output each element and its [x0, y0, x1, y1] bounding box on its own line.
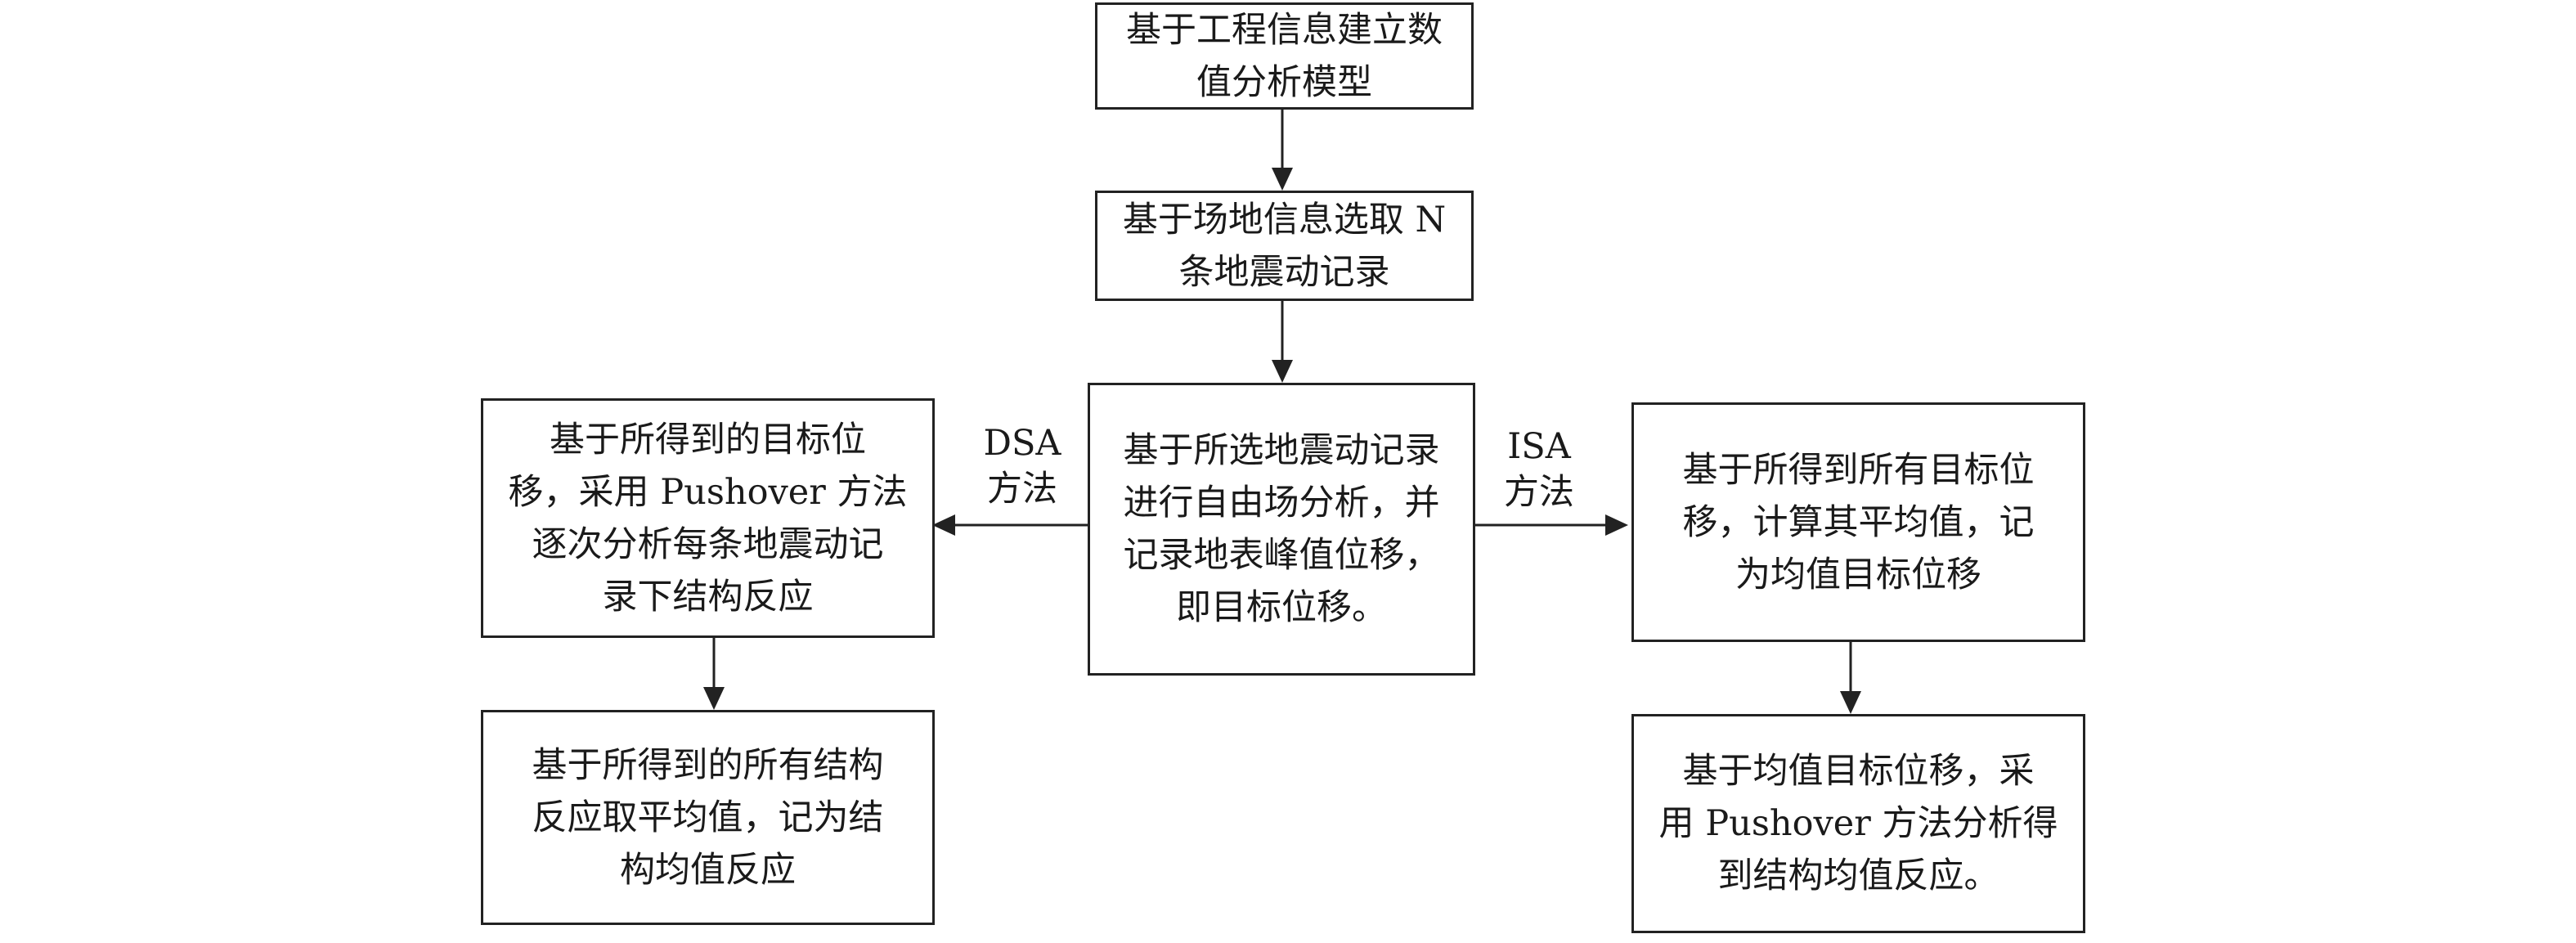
free-field-analysis-box: 基于所选地震动记录 进行自由场分析，并 记录地表峰值位移， 即目标位移。	[1088, 383, 1475, 676]
arrowhead-down-3	[703, 687, 725, 710]
dsa-mean-response-text: 基于所得到的所有结构 反应取平均值，记为结 构均值反应	[532, 744, 884, 891]
dsa-pushover-box: 基于所得到的目标位 移，采用 Pushover 方法 逐次分析每条地震动记 录下…	[481, 398, 935, 638]
isa-mean-displacement-text: 基于所得到所有目标位 移，计算其平均值，记 为均值目标位移	[1682, 449, 2035, 595]
arrowhead-down-4	[1840, 691, 1861, 714]
build-model-text: 基于工程信息建立数 值分析模型	[1126, 9, 1443, 103]
select-records-box: 基于场地信息选取 N 条地震动记录	[1095, 191, 1474, 301]
isa-pushover-text: 基于均值目标位移，采 用 Pushover 方法分析得 到结构均值反应。	[1658, 751, 2058, 896]
dsa-mean-response-box: 基于所得到的所有结构 反应取平均值，记为结 构均值反应	[481, 710, 935, 925]
isa-method-label: ISA 方法	[1504, 426, 1574, 513]
arrowhead-left	[932, 514, 955, 536]
select-records-text: 基于场地信息选取 N 条地震动记录	[1122, 199, 1447, 293]
arrowhead-down-2	[1272, 360, 1293, 383]
arrowhead-down-1	[1272, 168, 1293, 191]
arrowhead-right	[1605, 514, 1628, 536]
free-field-analysis-text: 基于所选地震动记录 进行自由场分析，并 记录地表峰值位移， 即目标位移。	[1123, 430, 1440, 628]
isa-mean-displacement-box: 基于所得到所有目标位 移，计算其平均值，记 为均值目标位移	[1631, 402, 2085, 642]
build-model-box: 基于工程信息建立数 值分析模型	[1095, 2, 1474, 110]
dsa-method-label: DSA 方法	[983, 423, 1061, 510]
isa-pushover-box: 基于均值目标位移，采 用 Pushover 方法分析得 到结构均值反应。	[1631, 714, 2085, 933]
dsa-pushover-text: 基于所得到的目标位 移，采用 Pushover 方法 逐次分析每条地震动记 录下…	[508, 419, 908, 617]
